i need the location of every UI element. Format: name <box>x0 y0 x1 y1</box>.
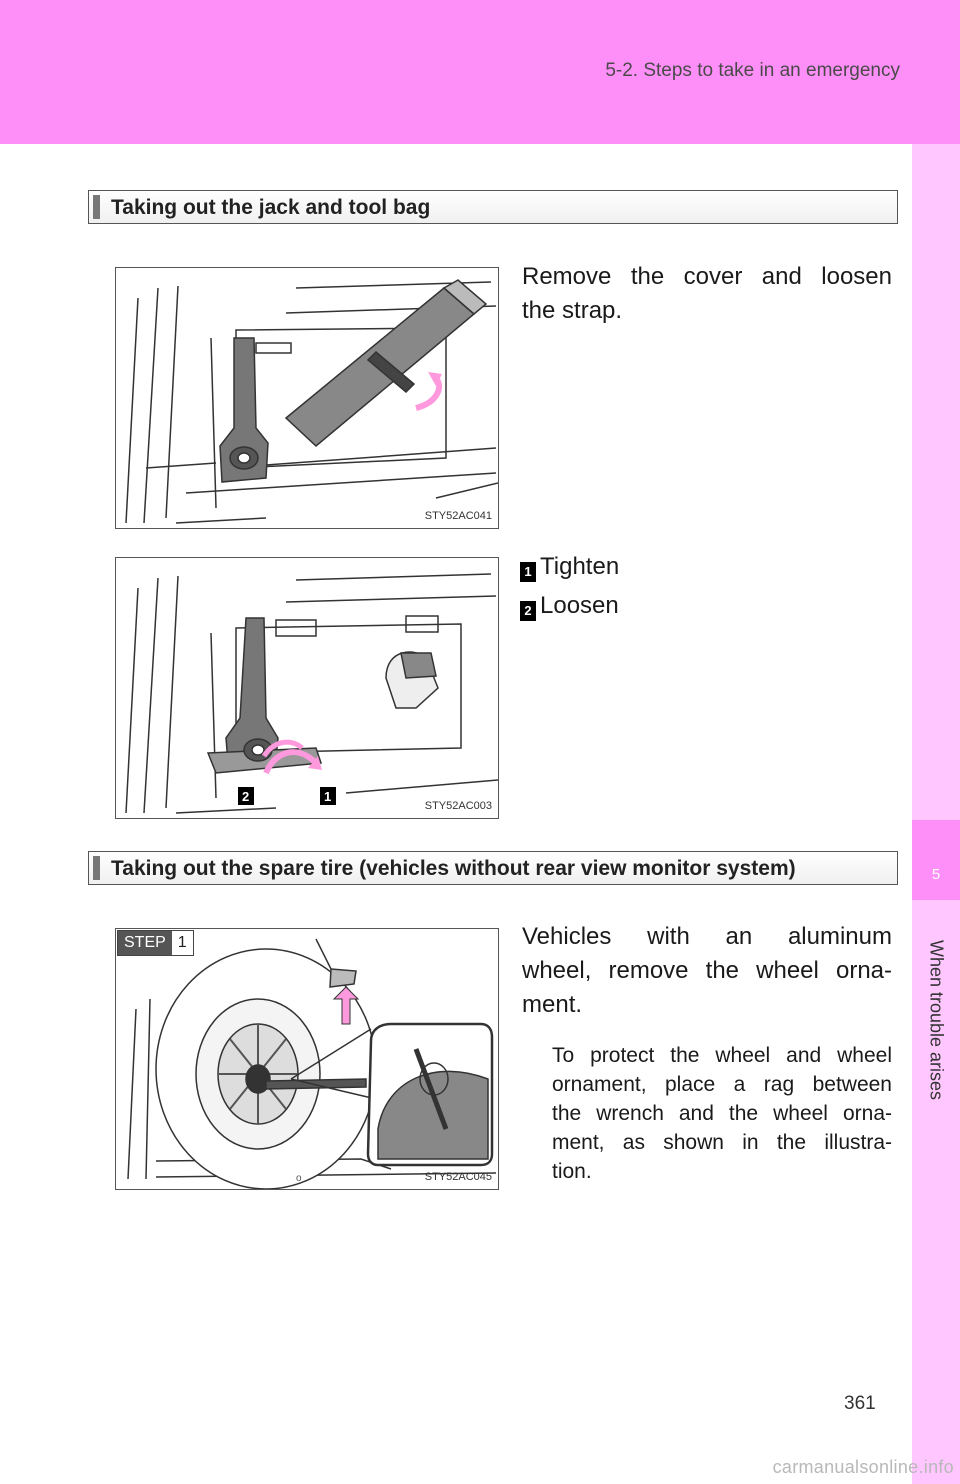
figure-code: STY52AC045 <box>424 1171 492 1183</box>
chapter-title: When trouble arises <box>926 939 947 1101</box>
figure-spare-tire: o STEP 1 STY52AC045 <box>115 928 499 1190</box>
chapter-tab[interactable] <box>912 820 960 900</box>
section-heading: Taking out the jack and tool bag <box>111 196 431 219</box>
section-header-jack: Taking out the jack and tool bag <box>88 190 898 224</box>
page-header: 5-2. Steps to take in an emergency <box>0 0 960 144</box>
legend-label: Tighten <box>540 553 620 580</box>
header-bar-icon <box>93 195 100 219</box>
legend-label: Loosen <box>540 592 619 619</box>
instruction-text: Remove the cover and loosen <box>522 263 892 290</box>
step-instruction: Vehicles with an aluminum wheel, remove … <box>522 920 892 1022</box>
step-line: Vehicles with an aluminum <box>522 923 892 950</box>
legend-badge-2: 2 <box>520 601 536 621</box>
figure-code: STY52AC041 <box>424 510 492 522</box>
tool-bag-illustration <box>125 279 498 524</box>
callout-badge-2 <box>238 787 254 805</box>
chapter-number: 5 <box>931 866 941 883</box>
section-heading: Taking out the spare tire (vehicles with… <box>111 857 796 880</box>
callout-label-1: 1 <box>324 789 331 804</box>
figure-code: STY52AC003 <box>424 800 492 812</box>
tire-mark: o <box>296 1173 302 1184</box>
step-badge: STEP 1 <box>117 930 194 956</box>
note-line: tion. <box>552 1160 592 1183</box>
header-bar-icon <box>93 856 100 880</box>
section-header-spare-tire: Taking out the spare tire (vehicles with… <box>88 851 898 885</box>
page-number: 361 <box>844 1393 876 1414</box>
step-label: STEP <box>118 931 172 955</box>
watermark[interactable]: carmanualsonline.info <box>772 1457 954 1477</box>
instruction-text-cont: the strap. <box>522 297 623 324</box>
step-number: 1 <box>171 931 193 955</box>
jack-illustration: 2 1 <box>125 573 498 814</box>
callout-badge-1 <box>320 787 336 805</box>
note-line: ment, as shown in the illustra- <box>552 1131 892 1154</box>
note-line: To protect the wheel and wheel <box>552 1044 892 1067</box>
step-line: wheel, remove the wheel orna- <box>522 957 892 984</box>
note-line: the wrench and the wheel orna- <box>552 1102 892 1125</box>
figure-tool-bag: STY52AC041 <box>115 267 499 529</box>
step-note: To protect the wheel and wheel ornament,… <box>552 1041 892 1186</box>
step-line: ment. <box>522 991 583 1018</box>
note-line: ornament, place a rag between <box>552 1073 892 1096</box>
figure-jack: 2 1 STY52AC003 <box>115 557 499 819</box>
chapter-sidebar <box>912 144 960 1484</box>
callout-label-2: 2 <box>242 789 249 804</box>
spare-tire-illustration: o <box>127 938 497 1189</box>
legend-badge-1: 1 <box>520 562 536 582</box>
section-title: 5-2. Steps to take in an emergency <box>605 60 900 81</box>
